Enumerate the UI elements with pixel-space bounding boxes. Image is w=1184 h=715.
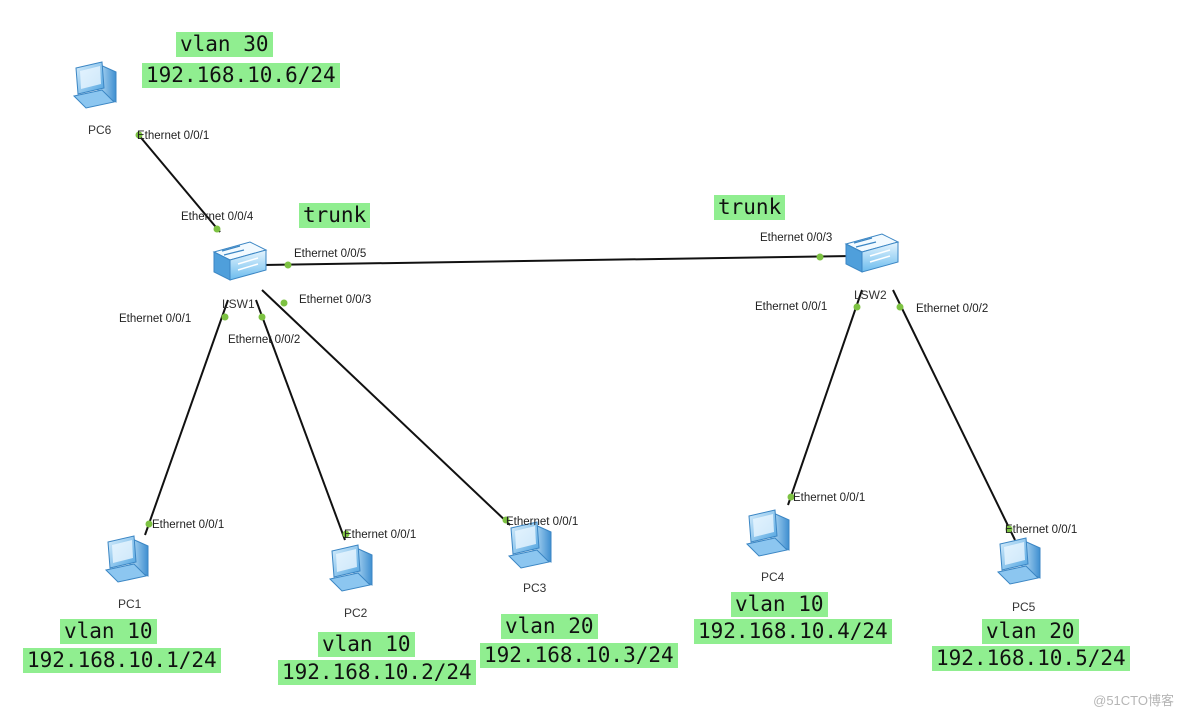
lsw2-name: LSW2 (854, 288, 887, 302)
port-label-lsw1-eth2: Ethernet 0/0/2 (228, 334, 300, 346)
lsw1-name: LSW1 (222, 297, 255, 311)
computer-icon (508, 521, 552, 569)
pc3-device[interactable]: PC3 (508, 521, 552, 595)
pc6-ip-label: 192.168.10.6/24 (142, 63, 340, 88)
link-lsw2-pc5[interactable] (892, 289, 1016, 541)
port-label-lsw1-eth1: Ethernet 0/0/1 (119, 313, 191, 325)
port-label-pc1-eth1: Ethernet 0/0/1 (152, 519, 224, 531)
pc1-device[interactable]: PC1 (105, 535, 149, 611)
trunk-label-lsw1: trunk (299, 203, 371, 228)
pc6-device[interactable]: PC6 (73, 61, 117, 137)
pc5-ip-label: 192.168.10.5/24 (932, 646, 1130, 671)
pc4-ip-label: 192.168.10.4/24 (694, 619, 892, 644)
pc2-name: PC2 (344, 606, 368, 620)
pc1-ip-label: 192.168.10.1/24 (23, 648, 221, 673)
pc2-ip-label: 192.168.10.2/24 (278, 660, 476, 685)
port-dot (816, 253, 824, 261)
port-label-lsw2-eth3: Ethernet 0/0/3 (760, 232, 832, 244)
port-label-lsw1-eth4: Ethernet 0/0/4 (181, 211, 254, 223)
port-dot (896, 303, 904, 311)
pc5-name: PC5 (1012, 600, 1036, 614)
pc3-vlan-label: vlan 20 (501, 614, 598, 639)
computer-icon (329, 544, 373, 592)
port-dot (1005, 525, 1013, 533)
port-dot (280, 299, 288, 307)
port-dot (342, 530, 350, 538)
pc4-vlan-label: vlan 10 (731, 592, 828, 617)
port-dot (853, 303, 861, 311)
pc2-vlan-label: vlan 10 (318, 632, 415, 657)
pc3-ip-label: 192.168.10.3/24 (480, 643, 678, 668)
port-dot (221, 313, 229, 321)
links (136, 132, 1016, 541)
port-dot (135, 131, 143, 139)
computer-icon (997, 537, 1041, 585)
port-label-pc3-eth1: Ethernet 0/0/1 (506, 516, 578, 528)
computer-icon (105, 535, 149, 583)
link-lsw1-lsw2-trunk[interactable] (262, 255, 853, 266)
pc4-name: PC4 (761, 570, 785, 584)
link-lsw2-pc4[interactable] (787, 289, 863, 506)
link-lsw1-pc1[interactable] (144, 299, 229, 536)
pc6-name: PC6 (88, 123, 112, 137)
lsw1-device[interactable]: LSW1 (213, 241, 267, 311)
port-dot (213, 225, 221, 233)
pc2-device[interactable]: PC2 (329, 544, 373, 620)
port-label-pc4-eth1: Ethernet 0/0/1 (793, 492, 865, 504)
pc5-device[interactable]: PC5 (997, 537, 1041, 614)
watermark-text: @51CTO博客 (1093, 693, 1174, 708)
port-label-lsw2-eth2: Ethernet 0/0/2 (916, 303, 988, 315)
port-dot (258, 313, 266, 321)
switch-icon (213, 241, 267, 281)
link-lsw1-pc2[interactable] (255, 299, 346, 541)
pc5-vlan-label: vlan 20 (982, 619, 1079, 644)
port-label-pc2-eth1: Ethernet 0/0/1 (344, 529, 416, 541)
port-dot (145, 520, 153, 528)
pc3-name: PC3 (523, 581, 547, 595)
pc6-vlan-label: vlan 30 (176, 32, 273, 57)
port-dot (284, 261, 292, 269)
port-label-pc6-eth1: Ethernet 0/0/1 (137, 130, 209, 142)
computer-icon (746, 509, 790, 557)
port-label-lsw2-eth1: Ethernet 0/0/1 (755, 301, 827, 313)
switch-icon (845, 233, 899, 273)
port-labels: Ethernet 0/0/1 Ethernet 0/0/4 Ethernet 0… (119, 130, 1077, 541)
port-label-lsw1-eth3: Ethernet 0/0/3 (299, 294, 371, 306)
link-pc6-lsw1[interactable] (136, 132, 221, 233)
pc4-device[interactable]: PC4 (746, 509, 790, 584)
computer-icon (73, 61, 117, 109)
port-label-lsw1-eth5: Ethernet 0/0/5 (294, 248, 366, 260)
pc1-name: PC1 (118, 597, 142, 611)
port-label-pc5-eth1: Ethernet 0/0/1 (1005, 524, 1077, 536)
lsw2-device[interactable]: LSW2 (845, 233, 899, 302)
port-dots (135, 131, 1013, 538)
pc1-vlan-label: vlan 10 (60, 619, 157, 644)
port-dot (787, 493, 795, 501)
link-lsw1-pc3[interactable] (261, 289, 511, 526)
port-dot (502, 516, 510, 524)
trunk-label-lsw2: trunk (714, 195, 786, 220)
